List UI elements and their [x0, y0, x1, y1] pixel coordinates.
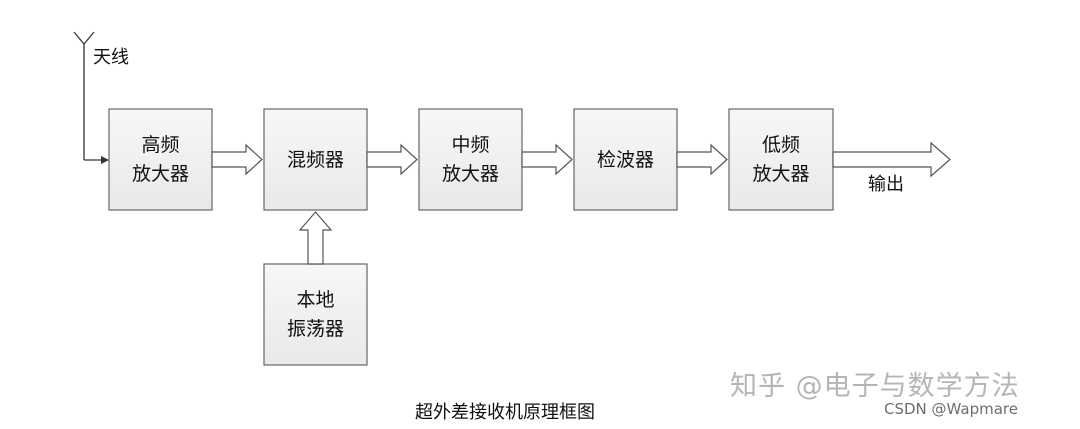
watermark-csdn: CSDN @Wapmare [884, 400, 1018, 418]
antenna-icon [73, 31, 109, 164]
block-detector: 检波器 [573, 108, 678, 211]
diagram-caption: 超外差接收机原理框图 [415, 402, 595, 423]
watermark-zhihu: 知乎 @电子与数学方法 [730, 371, 1020, 402]
block-local-osc: 本地 振荡器 [263, 263, 368, 366]
block-detector-line-1: 检波器 [597, 149, 654, 171]
antenna-label: 天线 [93, 47, 129, 68]
arrow-osc-to-mixer [298, 211, 333, 265]
arrow-output [832, 141, 951, 178]
block-af-amp: 低频 放大器 [728, 108, 834, 211]
arrow-rf-to-mixer [211, 143, 263, 176]
block-if-amp: 中频 放大器 [418, 108, 523, 211]
block-rf-amp-line-2: 放大器 [132, 163, 189, 185]
block-rf-amp-line-1: 高频 [141, 134, 179, 156]
output-label: 输出 [868, 174, 904, 195]
arrow-detector-to-af [676, 143, 728, 176]
block-af-amp-line-1: 低频 [762, 134, 800, 156]
block-rf-amp: 高频 放大器 [108, 108, 213, 211]
block-if-amp-line-2: 放大器 [442, 163, 499, 185]
arrow-mixer-to-if [366, 143, 418, 176]
arrow-if-to-detector [521, 143, 573, 176]
block-af-amp-line-2: 放大器 [752, 163, 809, 185]
block-local-osc-line-2: 振荡器 [287, 318, 344, 340]
block-if-amp-line-1: 中频 [451, 134, 489, 156]
block-mixer: 混频器 [263, 108, 368, 211]
block-local-osc-line-1: 本地 [296, 289, 334, 311]
block-mixer-line-1: 混频器 [287, 149, 344, 171]
